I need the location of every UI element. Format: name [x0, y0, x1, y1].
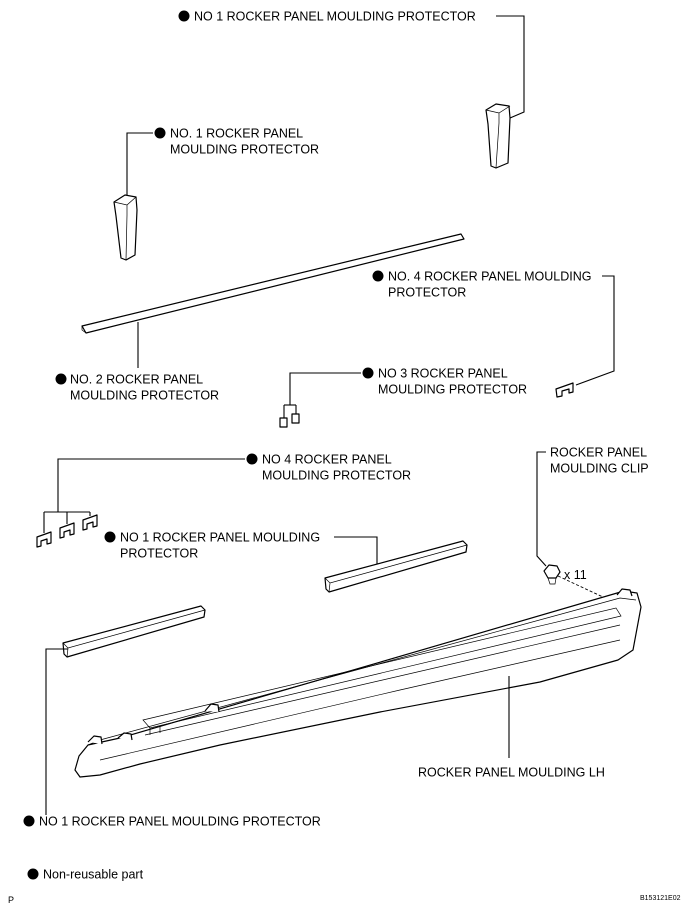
label-moulding-clip-line1: ROCKER PANEL: [550, 446, 647, 460]
non-reusable-bullet-icon: [23, 815, 35, 827]
protector-flat-middle: [324, 540, 468, 593]
label-no1-protector-bottom-text: NO 1 ROCKER PANEL MOULDING PROTECTOR: [39, 815, 321, 829]
label-no2-protector: NO. 2 ROCKER PANEL MOULDING PROTECTOR: [55, 322, 219, 403]
label-no3-protector-line1: NO 3 ROCKER PANEL: [378, 367, 508, 381]
label-no1-protector-bottom: NO 1 ROCKER PANEL MOULDING PROTECTOR: [23, 648, 321, 829]
non-reusable-bullet-icon: [55, 373, 67, 385]
label-moulding-clip-line2: MOULDING CLIP: [550, 462, 649, 476]
small-clip-right: [555, 382, 574, 398]
rocker-panel-moulding: [74, 588, 642, 778]
label-no1-protector-left-line2: MOULDING PROTECTOR: [170, 143, 319, 157]
label-no4-protector-right-line1: NO. 4 ROCKER PANEL MOULDING: [388, 270, 592, 284]
leader-line: [126, 132, 153, 196]
protector-flat-lower-left: [62, 605, 206, 658]
label-no1-protector-middle: NO 1 ROCKER PANEL MOULDING PROTECTOR: [104, 531, 378, 566]
label-moulding-lh: ROCKER PANEL MOULDING LH: [418, 766, 605, 780]
leader-line: [334, 536, 378, 566]
legend: Non-reusable part: [27, 868, 144, 882]
moulding-clip-icon: x 11: [543, 564, 621, 606]
non-reusable-bullet-icon: [178, 10, 190, 22]
label-no1-protector-left-line1: NO. 1 ROCKER PANEL: [170, 127, 303, 141]
label-no3-protector: NO 3 ROCKER PANEL MOULDING PROTECTOR: [289, 367, 527, 405]
label-no4-protector-right: NO. 4 ROCKER PANEL MOULDING PROTECTOR: [372, 270, 615, 386]
leader-line: [45, 648, 68, 815]
protector-block-top-right: [485, 103, 511, 169]
clip-quantity: x 11: [564, 568, 587, 582]
small-clip-pair: [279, 404, 300, 428]
label-no1-protector-left: NO. 1 ROCKER PANEL MOULDING PROTECTOR: [126, 127, 319, 196]
non-reusable-bullet-icon: [372, 270, 384, 282]
protector-long-strip: [81, 233, 465, 334]
label-no4-protector-left-line1: NO 4 ROCKER PANEL: [262, 453, 392, 467]
label-no2-protector-line2: MOULDING PROTECTOR: [70, 389, 219, 403]
label-moulding-clip: ROCKER PANEL MOULDING CLIP: [536, 446, 649, 567]
non-reusable-bullet-icon: [104, 531, 116, 543]
leader-line: [575, 275, 615, 386]
small-clip-trio: [36, 514, 98, 548]
footer-drawing-number: B153121E02: [640, 895, 681, 902]
label-no4-protector-left: NO 4 ROCKER PANEL MOULDING PROTECTOR: [43, 453, 411, 533]
leader-line: [496, 15, 525, 119]
label-no1-protector-middle-line2: PROTECTOR: [120, 547, 198, 561]
non-reusable-bullet-icon: [27, 868, 39, 880]
non-reusable-bullet-icon: [362, 367, 374, 379]
non-reusable-bullet-icon: [246, 453, 258, 465]
label-no3-protector-line2: MOULDING PROTECTOR: [378, 383, 527, 397]
legend-text: Non-reusable part: [43, 868, 144, 882]
label-no4-protector-left-line2: MOULDING PROTECTOR: [262, 469, 411, 483]
non-reusable-bullet-icon: [154, 127, 166, 139]
label-no1-protector-top: NO 1 ROCKER PANEL MOULDING PROTECTOR: [178, 10, 525, 119]
leader-line: [536, 451, 547, 567]
leader-line: [289, 372, 361, 405]
label-no1-protector-top-text: NO 1 ROCKER PANEL MOULDING PROTECTOR: [194, 10, 476, 24]
protector-block-left: [113, 194, 138, 261]
label-no2-protector-line1: NO. 2 ROCKER PANEL: [70, 373, 203, 387]
label-moulding-lh-text: ROCKER PANEL MOULDING LH: [418, 766, 605, 780]
footer-left-code: P: [8, 895, 14, 905]
leader-line: [57, 458, 245, 512]
label-no4-protector-right-line2: PROTECTOR: [388, 286, 466, 300]
label-no1-protector-middle-line1: NO 1 ROCKER PANEL MOULDING: [120, 531, 320, 545]
